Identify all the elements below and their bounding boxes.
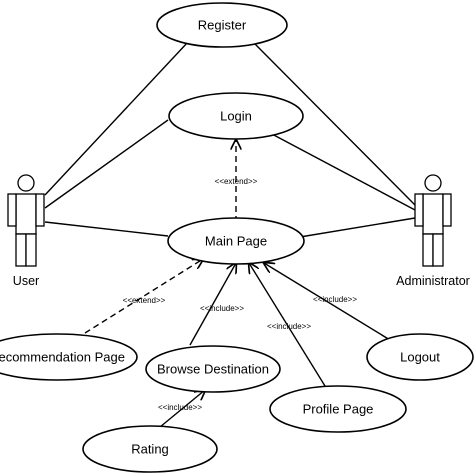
use-case-label: Recommendation Page	[0, 350, 125, 365]
extend-label-recommend: <<extend>>	[123, 296, 166, 305]
use-case-register: Register	[156, 2, 288, 48]
use-case-rating: Rating	[82, 425, 218, 473]
actor-label: Administrator	[396, 274, 470, 288]
include-logout-main	[264, 263, 391, 341]
use-case-login: Login	[168, 92, 304, 140]
assoc-user-register	[44, 41, 189, 196]
use-case-label: Profile Page	[303, 402, 374, 417]
actor-icon	[7, 174, 45, 267]
include-rating-browse	[159, 390, 205, 428]
use-case-profile-page: Profile Page	[269, 385, 407, 433]
use-case-label: Logout	[400, 350, 440, 365]
extend-recommend-main	[84, 259, 203, 334]
use-case-label: Login	[220, 109, 252, 124]
include-label-profile: <<include>>	[267, 322, 311, 331]
use-case-recommendation-page: Recommendation Page	[0, 333, 138, 381]
use-case-label: Browse Destination	[157, 362, 269, 377]
use-case-logout: Logout	[366, 333, 474, 381]
assoc-admin-login	[269, 132, 416, 211]
assoc-admin-register	[252, 41, 416, 206]
include-profile-main	[249, 263, 326, 387]
use-case-main-page: Main Page	[167, 217, 305, 265]
extend-label-login: <<extend>>	[215, 177, 258, 186]
actor-icon	[414, 174, 452, 267]
use-case-label: Rating	[131, 442, 169, 457]
actor-user: User	[7, 174, 45, 288]
assoc-admin-main	[299, 217, 416, 238]
use-case-label: Main Page	[205, 234, 267, 249]
include-label-rating: <<include>>	[158, 403, 202, 412]
include-browse-main	[189, 263, 236, 346]
include-label-logout: <<include>>	[313, 295, 357, 304]
use-case-browse-destination: Browse Destination	[145, 345, 281, 393]
use-case-label: Register	[198, 18, 247, 33]
actor-label: User	[13, 274, 39, 288]
actor-administrator: Administrator	[396, 174, 470, 288]
include-label-browse: <<include>>	[200, 304, 244, 313]
assoc-user-login	[44, 119, 169, 209]
assoc-user-main	[44, 221, 169, 237]
